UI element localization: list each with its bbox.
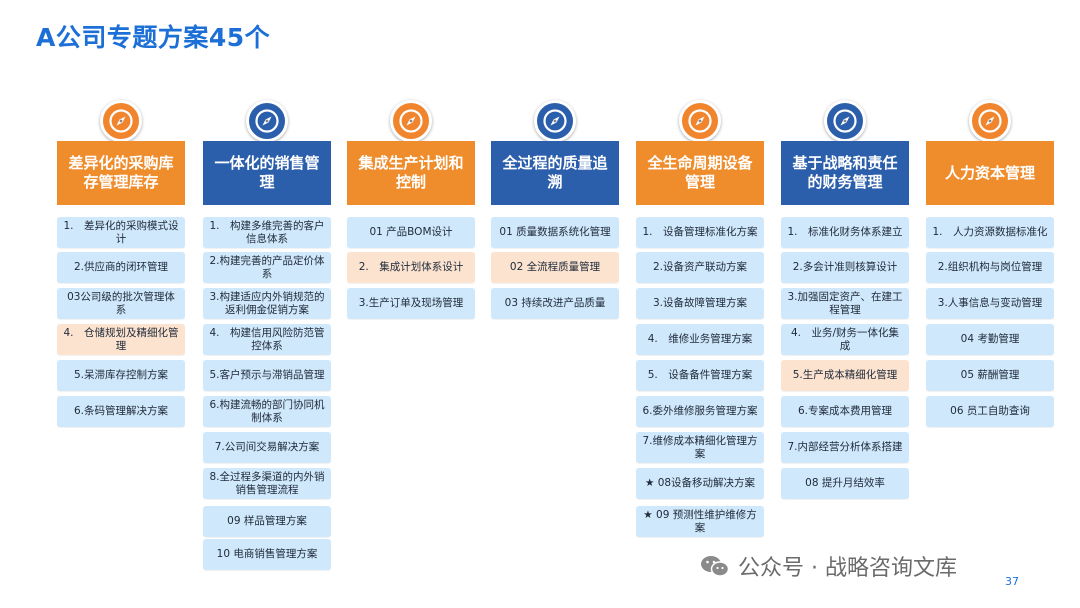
list-item: 08 提升月结效率 (781, 468, 909, 499)
list-item: 5.生产成本精细化管理 (781, 360, 909, 391)
list-item: 02 全流程质量管理 (491, 252, 619, 283)
list-item: 03 持续改进产品质量 (491, 288, 619, 319)
list-item: 6.构建流畅的部门协同机制体系 (203, 396, 331, 427)
column-heading: 差异化的采购库存管理库存 (57, 141, 185, 205)
list-item: 01 质量数据系统化管理 (491, 217, 619, 248)
watermark-text: 公众号 · 战略咨询文库 (738, 556, 957, 581)
column-heading: 人力资本管理 (926, 141, 1054, 205)
list-item: 2. 集成计划体系设计 (347, 252, 475, 283)
list-item: 09 样品管理方案 (203, 506, 331, 537)
list-item: 6.委外维修服务管理方案 (636, 396, 764, 427)
list-item: 1. 构建多维完善的客户信息体系 (203, 217, 331, 248)
list-item: 3.人事信息与变动管理 (926, 288, 1054, 319)
list-item: 2.组织机构与岗位管理 (926, 252, 1054, 283)
list-item: 06 员工自助查询 (926, 396, 1054, 427)
list-item: 6.条码管理解决方案 (57, 396, 185, 427)
list-item: 8.全过程多渠道的内外销销售管理流程 (203, 468, 331, 499)
column-heading: 全生命周期设备管理 (636, 141, 764, 205)
wechat-icon (701, 556, 730, 577)
list-item: 2.构建完善的产品定价体系 (203, 252, 331, 283)
list-item: 04 考勤管理 (926, 324, 1054, 355)
list-item: 2.供应商的闭环管理 (57, 252, 185, 283)
compass-icon (246, 100, 288, 142)
list-item: 5. 设备备件管理方案 (636, 360, 764, 391)
page-title: A公司专题方案45个 (36, 23, 271, 52)
list-item: 1. 设备管理标准化方案 (636, 217, 764, 248)
column-heading: 集成生产计划和控制 (347, 141, 475, 205)
page-number: 37 (1005, 575, 1019, 588)
list-item: 4. 构建信用风险防范管控体系 (203, 324, 331, 355)
list-item: 6.专案成本费用管理 (781, 396, 909, 427)
list-item: 3.设备故障管理方案 (636, 288, 764, 319)
list-item: 3.加强固定资产、在建工程管理 (781, 288, 909, 319)
list-item: 4. 业务/财务一体化集成 (781, 324, 909, 355)
compass-icon (100, 100, 142, 142)
watermark: 公众号 · 战略咨询文库 (700, 550, 957, 582)
list-item: ★ 08设备移动解决方案 (636, 468, 764, 499)
list-item: 2.多会计准则核算设计 (781, 252, 909, 283)
list-item: 5.客户预示与滞销品管理 (203, 360, 331, 391)
list-item: 7.内部经营分析体系搭建 (781, 432, 909, 463)
list-item: 7.维修成本精细化管理方案 (636, 432, 764, 463)
compass-icon (824, 100, 866, 142)
list-item: 1. 差异化的采购模式设计 (57, 217, 185, 248)
list-item: 3.生产订单及现场管理 (347, 288, 475, 319)
list-item: 4. 维修业务管理方案 (636, 324, 764, 355)
compass-icon (534, 100, 576, 142)
list-item: ★ 09 预测性维护维修方案 (636, 506, 764, 537)
list-item: 1. 人力资源数据标准化 (926, 217, 1054, 248)
list-item: 2.设备资产联动方案 (636, 252, 764, 283)
column-heading: 全过程的质量追溯 (491, 141, 619, 205)
column-heading: 一体化的销售管理 (203, 141, 331, 205)
list-item: 1. 标准化财务体系建立 (781, 217, 909, 248)
compass-icon (390, 100, 432, 142)
list-item: 10 电商销售管理方案 (203, 539, 331, 570)
list-item: 4. 仓储规划及精细化管理 (57, 324, 185, 355)
list-item: 7.公司间交易解决方案 (203, 432, 331, 463)
list-item: 05 薪酬管理 (926, 360, 1054, 391)
list-item: 5.呆滞库存控制方案 (57, 360, 185, 391)
list-item: 03公司级的批次管理体系 (57, 288, 185, 319)
list-item: 3.构建适应内外销规范的返利佣金促销方案 (203, 288, 331, 319)
column-heading: 基于战略和责任的财务管理 (781, 141, 909, 205)
compass-icon (969, 100, 1011, 142)
list-item: 01 产品BOM设计 (347, 217, 475, 248)
compass-icon (679, 100, 721, 142)
